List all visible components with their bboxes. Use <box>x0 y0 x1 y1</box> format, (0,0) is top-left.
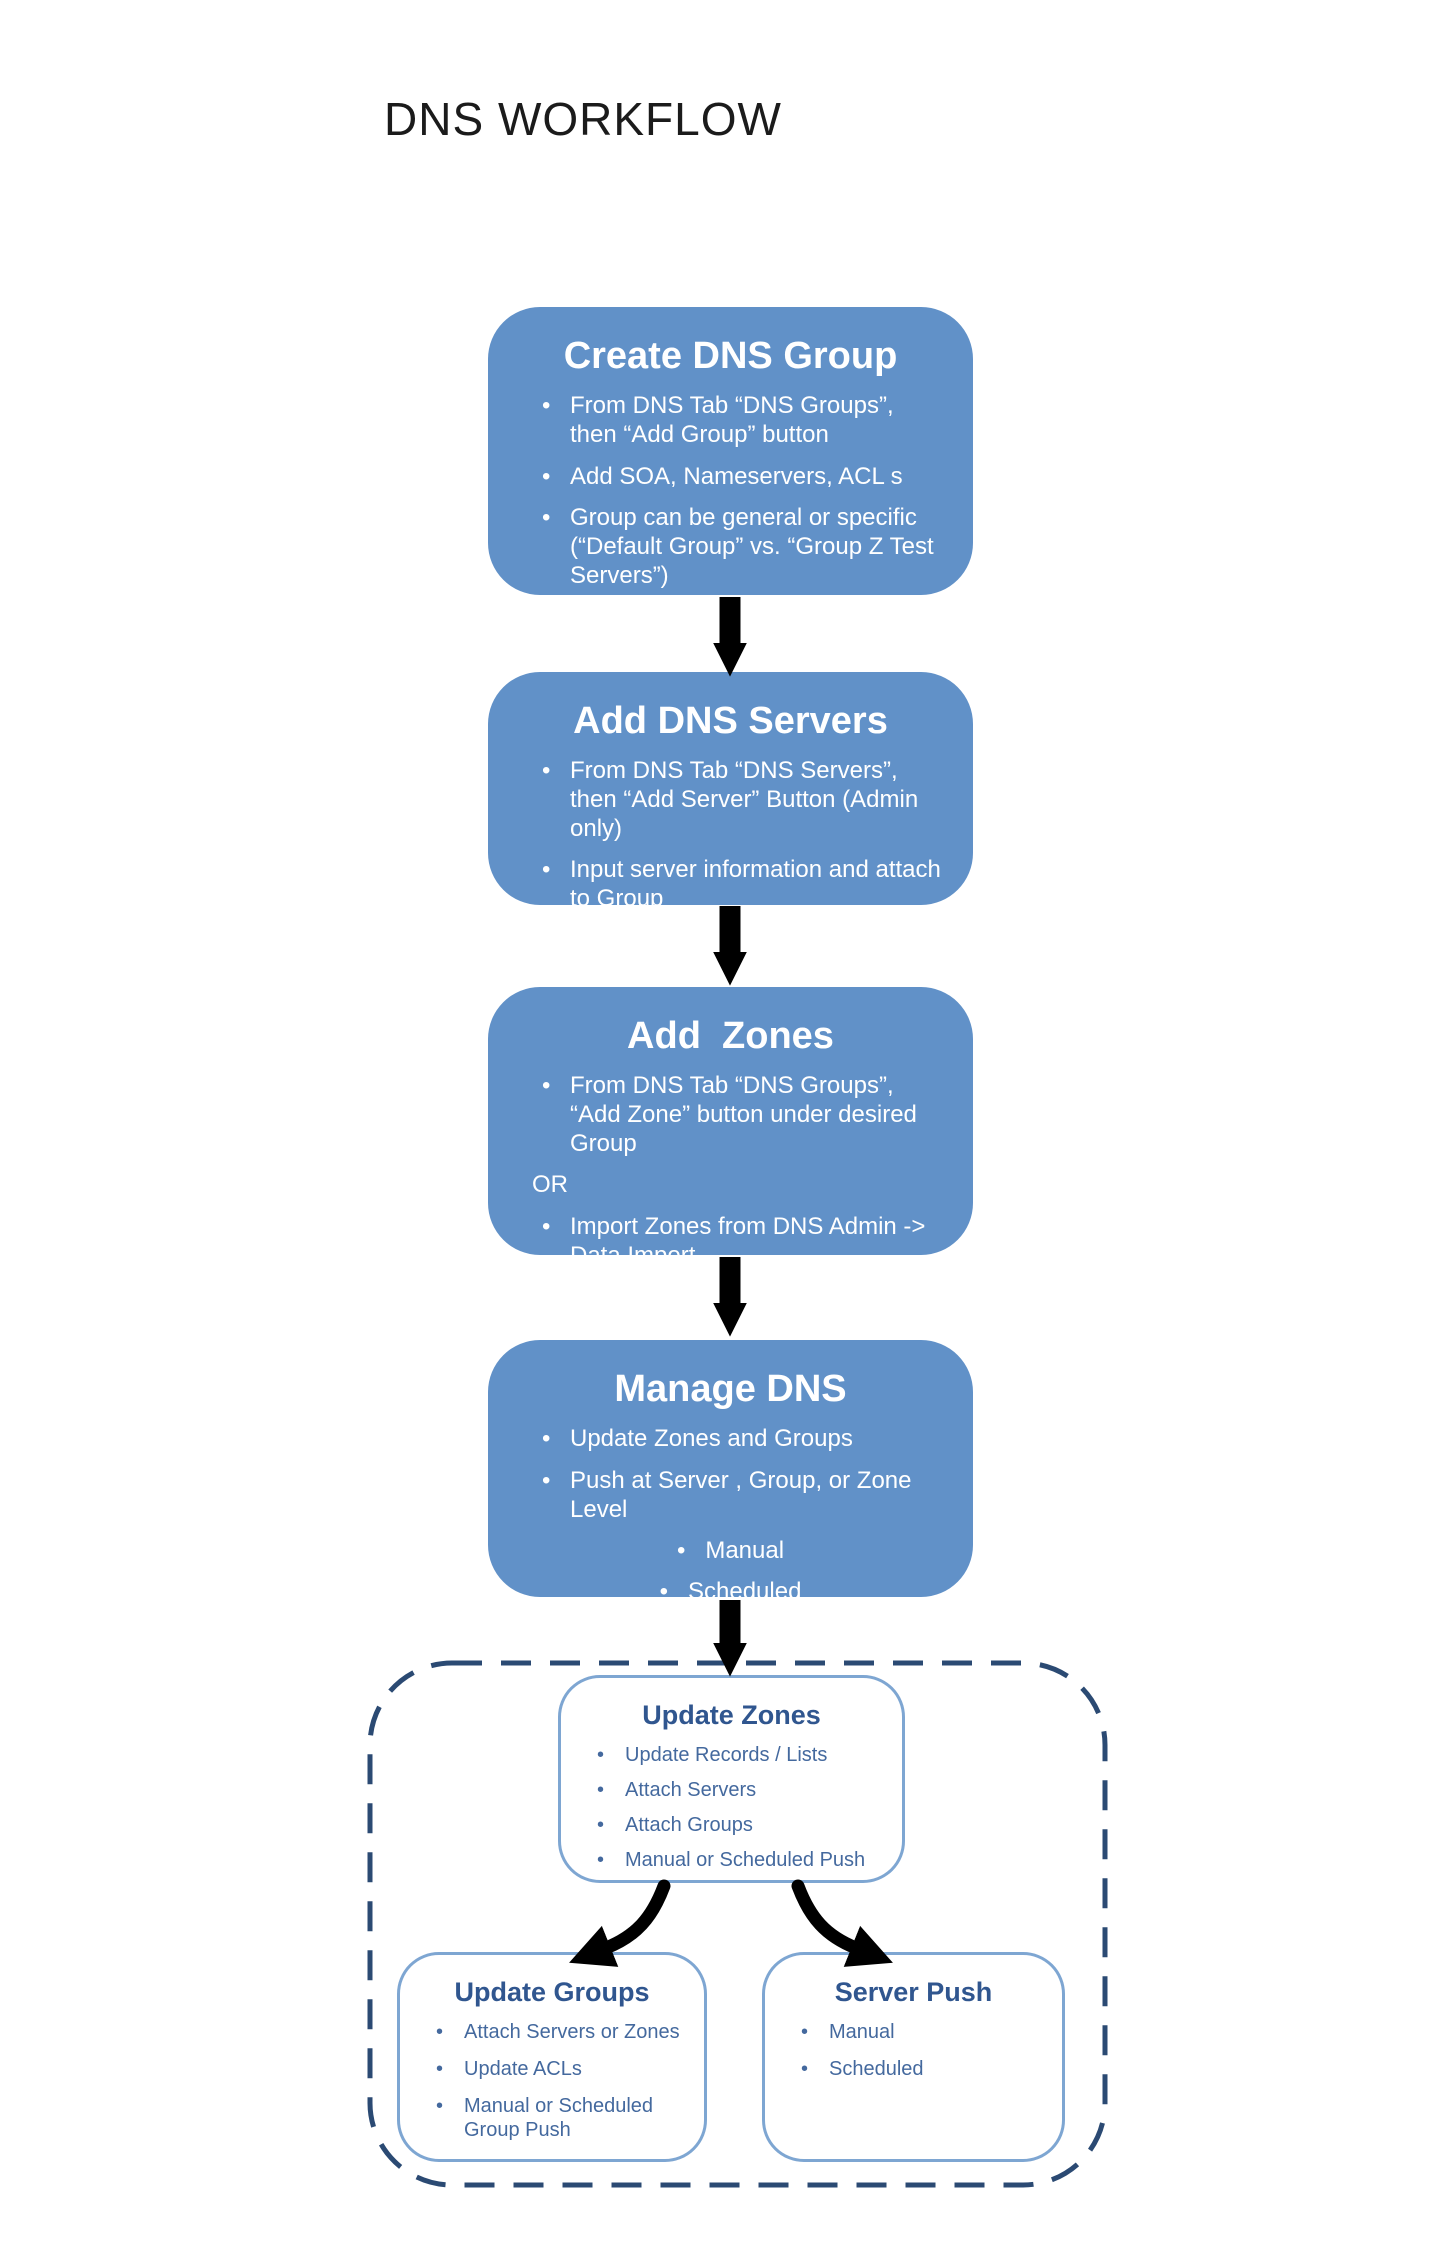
flow-box-title: Create DNS Group <box>563 335 898 377</box>
sub-bullet-item: Manual <box>518 1537 943 1566</box>
bullet-item: Scheduled <box>793 2057 1044 2081</box>
bullet-item: Update Records / Lists <box>589 1743 884 1767</box>
flow-box-bullet-list: From DNS Tab “DNS Groups”, then “Add Gro… <box>518 392 943 591</box>
bullet-item: Manual or Scheduled Group Push <box>428 2094 686 2142</box>
bullet-item: From DNS Tab “DNS Groups”, then “Add Gro… <box>532 392 943 450</box>
bullet-item: Import Zones from DNS Admin -> Data Impo… <box>532 1213 943 1271</box>
flow-box-add-dns-servers: Add DNS Servers From DNS Tab “DNS Server… <box>488 672 973 912</box>
bullet-item: From DNS Tab “DNS Groups”, “Add Zone” bu… <box>532 1072 943 1158</box>
flow-box-title: Add Zones <box>627 1015 834 1057</box>
flow-box-create-dns-group: Create DNS Group From DNS Tab “DNS Group… <box>488 307 973 595</box>
detail-box-bullet-list: Manual Scheduled <box>783 2020 1044 2081</box>
detail-box-update-zones: Update Zones Update Records / Lists Atta… <box>558 1675 905 1883</box>
curved-arrow-to-update-groups <box>569 1879 671 1967</box>
detail-box-title: Update Zones <box>642 1700 821 1730</box>
sub-bullet-item: Scheduled <box>518 1578 943 1607</box>
flow-box-manage-dns: Manage DNS Update Zones and Groups Push … <box>488 1340 973 1605</box>
flow-box-bullet-list: From DNS Tab “DNS Groups”, “Add Zone” bu… <box>518 1072 943 1271</box>
bullet-item: Manual or Scheduled Push <box>589 1848 884 1872</box>
detail-box-title: Server Push <box>834 1977 993 2007</box>
bullet-item: Update ACLs <box>428 2057 686 2081</box>
bullet-item: Input server information and attach to G… <box>532 856 943 914</box>
flow-box-sub-bullet-list: Manual Scheduled <box>518 1537 943 1607</box>
detail-box-bullet-list: Attach Servers or Zones Update ACLs Manu… <box>418 2020 686 2142</box>
detail-box-title: Update Groups <box>454 1977 650 2007</box>
flow-box-title: Manage DNS <box>614 1368 847 1410</box>
bullet-item: Attach Servers <box>589 1778 884 1802</box>
flow-box-title: Add DNS Servers <box>573 700 888 742</box>
bullet-item: Group can be general or specific (“Defau… <box>532 504 943 590</box>
bullet-item: From DNS Tab “DNS Servers”, then “Add Se… <box>532 757 943 843</box>
bullet-item: Update Zones and Groups <box>532 1425 943 1454</box>
bullet-item: Attach Groups <box>589 1813 884 1837</box>
detail-box-server-push: Server Push Manual Scheduled <box>762 1952 1065 2162</box>
flow-box-add-zones: Add Zones From DNS Tab “DNS Groups”, “Ad… <box>488 987 973 1269</box>
bullet-item: Attach Servers or Zones <box>428 2020 686 2044</box>
curved-arrow-to-server-push <box>791 1879 893 1967</box>
bullet-item: Manual <box>793 2020 1044 2044</box>
detail-box-update-groups: Update Groups Attach Servers or Zones Up… <box>397 1952 707 2162</box>
bullet-item: Push at Server , Group, or Zone Level <box>532 1467 943 1525</box>
flow-box-bullet-list: From DNS Tab “DNS Servers”, then “Add Se… <box>518 757 943 914</box>
detail-box-bullet-list: Update Records / Lists Attach Servers At… <box>579 1743 884 1872</box>
bullet-item: Add SOA, Nameservers, ACL s <box>532 463 943 492</box>
page-title: DNS WORKFLOW <box>384 93 782 145</box>
or-connector-label: OR <box>532 1171 568 1199</box>
flow-box-bullet-list: Update Zones and Groups Push at Server ,… <box>518 1425 943 1524</box>
